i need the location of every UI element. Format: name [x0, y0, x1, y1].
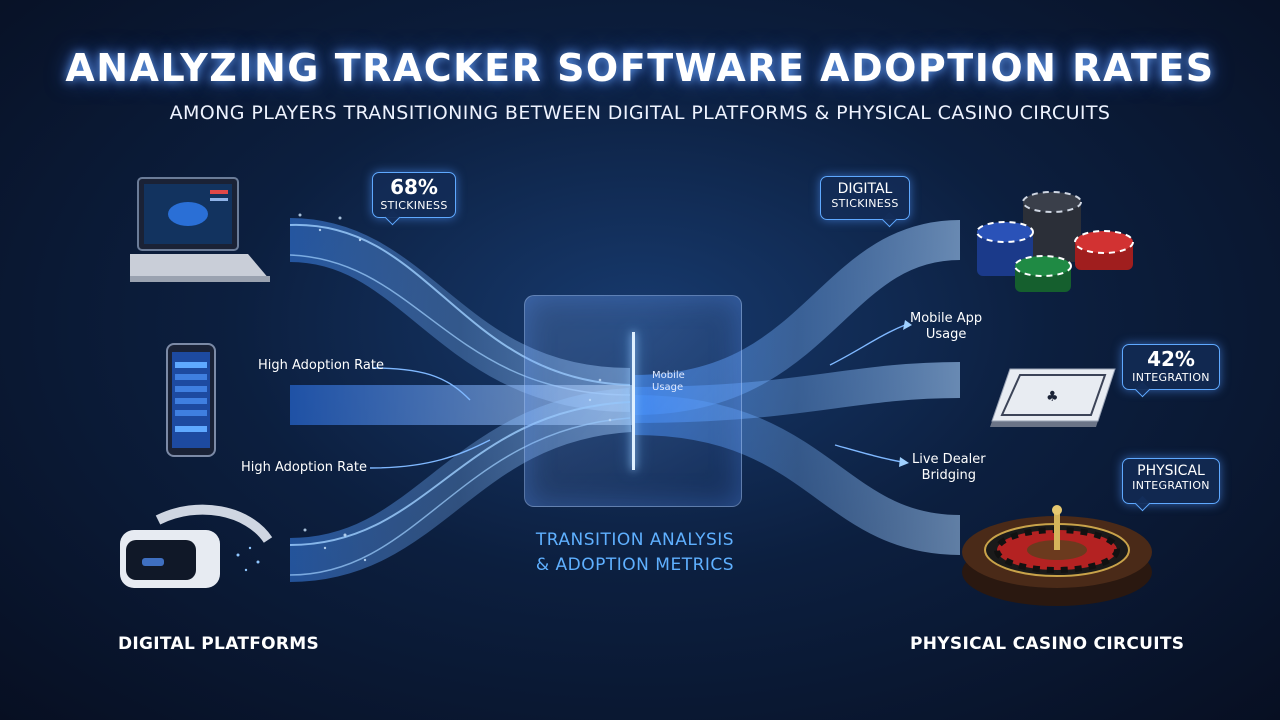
flow-hub-to-roulette — [634, 395, 961, 555]
integration-label: INTEGRATION — [1132, 371, 1210, 384]
footer-digital-platforms: DIGITAL PLATFORMS — [118, 634, 320, 654]
footer-physical-casino: PHYSICAL CASINO CIRCUITS — [910, 634, 1185, 654]
digital-stickiness-callout: DIGITAL STICKINESS — [820, 176, 910, 220]
arrow-head — [903, 320, 912, 330]
integration-callout: 42% INTEGRATION — [1122, 344, 1220, 390]
vr-headset-icon — [118, 500, 278, 595]
smartphone-icon — [165, 342, 217, 460]
roulette-wheel-icon — [960, 500, 1155, 610]
hub-mobile-line1: Mobile — [652, 370, 685, 381]
poker-chips-icon — [975, 190, 1140, 300]
hub-mobile-line2: Usage — [652, 382, 684, 393]
stickiness-label: STICKINESS — [380, 199, 448, 212]
physical-integration-line2: INTEGRATION — [1132, 479, 1210, 492]
hub-divider — [632, 332, 635, 470]
hub-caption-line2: & ADOPTION METRICS — [535, 555, 735, 575]
flow-vr-fiber — [289, 401, 631, 546]
hub-caption-line1: TRANSITION ANALYSIS — [535, 530, 735, 550]
digital-stickiness-line2: STICKINESS — [831, 197, 899, 210]
integration-value: 42% — [1147, 347, 1195, 371]
main-title: ANALYZING TRACKER SOFTWARE ADOPTION RATE… — [65, 46, 1215, 90]
stickiness-callout: 68% STICKINESS — [372, 172, 456, 218]
mobile-app-usage-label: Mobile App Usage — [910, 311, 982, 343]
hub-caption: TRANSITION ANALYSIS & ADOPTION METRICS — [500, 528, 770, 578]
flow-vr-fiber — [289, 417, 631, 576]
high-adoption-label-1: High Adoption Rate — [258, 358, 384, 373]
live-dealer-line2: Bridging — [921, 468, 977, 483]
arrow-mobile-app — [829, 324, 906, 366]
playing-cards-icon: ♣ — [988, 365, 1118, 445]
laptop-icon — [130, 176, 280, 306]
digital-stickiness-line1: DIGITAL — [837, 181, 893, 197]
arrow-high-adoption-1 — [371, 367, 471, 401]
data-particles — [298, 213, 612, 562]
live-dealer-label: Live Dealer Bridging — [912, 452, 986, 484]
hub-mobile-usage-label: Mobile Usage — [652, 370, 685, 394]
flow-vr-to-hub — [289, 388, 632, 582]
flow-laptop-to-hub — [289, 218, 631, 412]
high-adoption-label-2: High Adoption Rate — [241, 460, 367, 475]
physical-integration-line1: PHYSICAL — [1137, 463, 1205, 479]
subtitle: AMONG PLAYERS TRANSITIONING BETWEEN DIGI… — [169, 102, 1111, 124]
mobile-app-usage-line1: Mobile App — [910, 311, 983, 326]
mobile-app-usage-line2: Usage — [925, 327, 967, 342]
arrow-live-dealer — [834, 444, 903, 463]
arrow-high-adoption-2 — [369, 439, 491, 469]
physical-integration-callout: PHYSICAL INTEGRATION — [1122, 458, 1220, 504]
arrow-head — [899, 457, 909, 467]
stickiness-value: 68% — [390, 175, 438, 199]
live-dealer-line1: Live Dealer — [912, 452, 986, 467]
svg-text:♣: ♣ — [1046, 389, 1059, 405]
flow-laptop-fiber — [289, 223, 631, 386]
